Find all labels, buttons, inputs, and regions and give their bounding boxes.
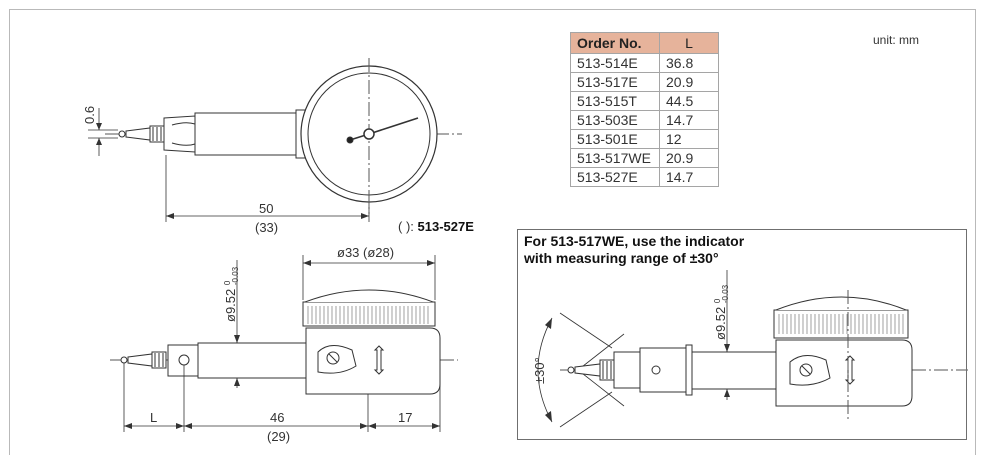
alt-note-model: 513-527E <box>417 219 474 234</box>
note-box-drawing <box>537 270 968 428</box>
dim-body-alt: (29) <box>267 429 291 444</box>
top-view-drawing <box>88 58 462 222</box>
dim-tip-height: 0.6 <box>82 105 97 124</box>
length-value: 14.7 <box>659 110 719 130</box>
order-no: 513-503E <box>570 110 660 130</box>
dim-end: 17 <box>398 410 413 425</box>
dim-length: 50 <box>259 201 274 216</box>
order-table-header: Order No. L <box>570 32 719 54</box>
unit-label: unit: mm <box>873 33 920 47</box>
length-value: 14.7 <box>659 167 719 187</box>
note-dim-stem-tol-lower: -0.03 <box>720 284 730 304</box>
header-L: L <box>659 32 719 54</box>
order-no: 513-517E <box>570 72 660 92</box>
note-box-title: For 513-517WE, use the indicator with me… <box>524 233 744 267</box>
order-no: 513-515T <box>570 91 660 111</box>
note-box-title-line2: with measuring range of ±30° <box>524 250 719 266</box>
dim-stem-tol-lower: -0.03 <box>230 266 240 286</box>
note-box <box>517 229 967 440</box>
order-no: 513-527E <box>570 167 660 187</box>
length-value: 12 <box>659 129 719 149</box>
dim-L: L <box>150 410 158 425</box>
dim-body: 46 <box>270 410 285 425</box>
length-value: 20.9 <box>659 148 719 168</box>
drawing-frame <box>9 9 976 455</box>
dim-diameter: ø33 (ø28) <box>337 245 395 260</box>
note-dim-stem: ø9.52 0 -0.03 <box>713 285 730 340</box>
length-value: 20.9 <box>659 72 719 92</box>
note-box-title-line1: For 513-517WE, use the indicator <box>524 233 745 249</box>
length-value: 44.5 <box>659 91 719 111</box>
header-order-no: Order No. <box>570 32 660 54</box>
alt-note: ( ): 513-527E <box>398 219 474 234</box>
alt-note-prefix: ( ): <box>398 219 414 234</box>
note-dim-stem-value: ø9.52 <box>713 306 728 340</box>
dim-length-alt: (33) <box>255 220 279 235</box>
dim-angle: ±30° <box>532 357 547 384</box>
order-no: 513-514E <box>570 53 660 73</box>
dim-stem: ø9.52 0 -0.03 <box>223 267 240 322</box>
order-no: 513-501E <box>570 129 660 149</box>
length-value: 36.8 <box>659 53 719 73</box>
order-no: 513-517WE <box>570 148 660 168</box>
dim-stem-value: ø9.52 <box>223 288 238 322</box>
side-view-drawing <box>110 255 458 432</box>
